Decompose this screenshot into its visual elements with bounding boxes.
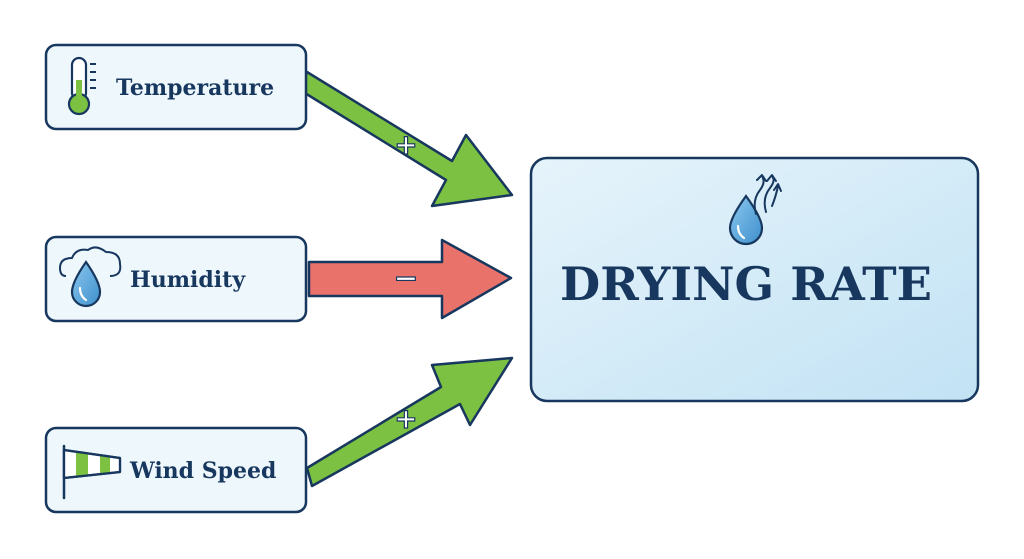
thermometer-icon — [67, 56, 96, 116]
target-label: DRYING RATE — [560, 257, 932, 311]
factor-label-humidity: Humidity — [130, 267, 246, 293]
windsock-icon — [62, 444, 122, 500]
cloud-droplet-icon — [58, 246, 122, 308]
effect-sign-humidity: − — [393, 261, 418, 296]
factor-label-wind-speed: Wind Speed — [129, 458, 276, 484]
effect-sign-temperature: + — [394, 128, 417, 161]
arrow-wind-speed-positive: + — [305, 356, 514, 488]
arrow-temperature-positive: + — [298, 70, 514, 208]
arrow-humidity-negative: − — [307, 238, 513, 320]
effect-sign-wind-speed: + — [394, 402, 417, 435]
factor-label-temperature: Temperature — [116, 75, 274, 101]
factor-box-wind-speed: Wind Speed — [44, 426, 308, 514]
factor-box-temperature: Temperature — [44, 43, 308, 131]
evaporating-drop-icon — [728, 174, 782, 246]
factor-box-humidity: Humidity — [44, 235, 308, 323]
target-box-drying-rate: DRYING RATE — [529, 156, 980, 403]
